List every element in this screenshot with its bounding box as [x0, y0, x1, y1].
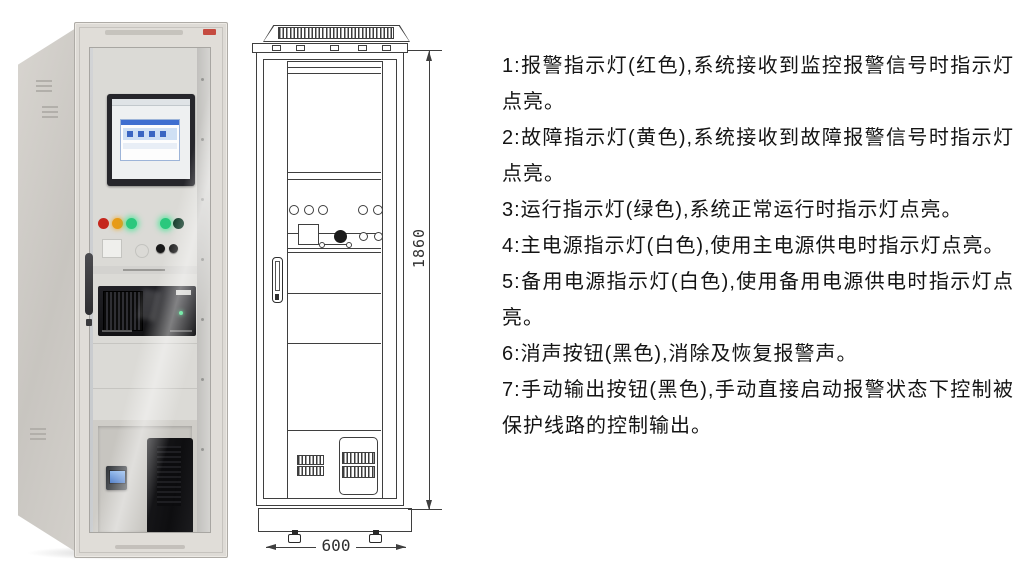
inner-panel-outline [287, 61, 383, 499]
software-menu-bar [112, 99, 190, 106]
bottom-vent-bar [342, 466, 375, 478]
divider-line [287, 248, 381, 249]
cabinet-front-door [74, 22, 228, 558]
rack-unit-grille [103, 291, 143, 331]
bottom-vent-small [297, 466, 324, 476]
bottom-vent-panel [339, 437, 378, 495]
indicator-legend: 1:报警指示灯(红色),系统接收到监控报警信号时指示灯点亮。 2:故障指示灯(黄… [502, 48, 1014, 444]
legend-item-1: 1:报警指示灯(红色),系统接收到监控报警信号时指示灯点亮。 [502, 55, 1014, 113]
caster-left [287, 530, 303, 544]
divider-line [287, 179, 381, 180]
divider-line [287, 73, 381, 74]
button-circle-2 [374, 232, 383, 241]
rack-unit-text [102, 330, 132, 332]
width-dimension-label: 600 [316, 536, 356, 555]
door-glass-window [89, 47, 211, 533]
frame-fastener [272, 45, 281, 51]
fault-light [112, 218, 123, 229]
monitor-screen [112, 99, 190, 179]
software-status-row [123, 143, 177, 149]
panel-seam [93, 343, 197, 344]
legend-item-4: 4:主电源指示灯(白色),使用主电源供电时指示灯点亮。 [502, 235, 1005, 257]
frame-fastener [358, 45, 367, 51]
divider-line [287, 172, 381, 173]
arrowhead-right [396, 544, 406, 550]
side-vent [42, 106, 58, 118]
frame-fastener [382, 45, 391, 51]
software-window-titlebar [121, 120, 179, 125]
panel-seam [93, 388, 197, 389]
indicator-circle-3 [318, 205, 328, 215]
main-power-light [160, 218, 171, 229]
divider-line [287, 343, 381, 344]
backup-power-light [173, 218, 184, 229]
frame-fastener [296, 45, 305, 51]
ups-unit [147, 438, 193, 532]
glass-reflection [137, 288, 161, 322]
rack-unit-led [179, 311, 183, 315]
manual-output-button [169, 244, 178, 253]
indicator-circle-4 [358, 205, 368, 215]
drawer-handle-end [319, 242, 325, 248]
software-device-row [123, 128, 177, 140]
side-vent [36, 80, 52, 92]
height-dimension-line [429, 51, 430, 510]
cabinet-photo [8, 6, 234, 560]
bottom-vent-small [297, 455, 324, 465]
monitoring-software-window [120, 119, 180, 161]
bottom-vent-bar [342, 452, 375, 464]
side-vent [30, 428, 46, 440]
divider-line [287, 252, 381, 253]
lower-compartment [93, 420, 197, 532]
arrowhead-up [426, 51, 432, 61]
button-circle-1 [359, 232, 368, 241]
caster-right [368, 530, 384, 544]
top-vent-grille [278, 27, 394, 39]
rack-mounting-rail [197, 48, 210, 532]
cabinet-model-strip [105, 30, 183, 35]
display-window-symbol [298, 224, 319, 245]
legend-item-6: 6:消声按钮(黑色),消除及恢复报警声。 [502, 343, 858, 365]
buzzer-symbol [334, 230, 347, 243]
cabinet-side-panel [18, 28, 76, 552]
lower-recess [98, 426, 193, 532]
legend-item-2: 2:故障指示灯(黄色),系统接收到故障报警信号时指示灯点亮。 [502, 127, 1014, 185]
brand-logo [203, 29, 216, 35]
mute-button [156, 244, 165, 253]
rack-unit-label [176, 290, 191, 295]
divider-line [287, 293, 381, 294]
height-dimension-label: 1860 [410, 227, 428, 269]
panel-label-card [102, 239, 122, 258]
drawer-handle-end [346, 242, 352, 248]
run-light [126, 218, 137, 229]
extension-line-bottom [408, 509, 442, 510]
rack-unit-text [170, 330, 192, 332]
inner-rack-face [93, 48, 197, 532]
legend-item-5: 5:备用电源指示灯(白色),使用备用电源供电时指示灯点亮。 [502, 271, 1014, 329]
meter-display [106, 466, 127, 490]
indicator-circle-2 [304, 205, 314, 215]
divider-line [287, 67, 381, 68]
door-handle-symbol [272, 257, 283, 303]
divider-line [287, 430, 381, 431]
indicator-circle-5 [373, 205, 383, 215]
monitor [107, 94, 195, 186]
cabinet-dimension-drawing: 1860 600 [238, 14, 450, 562]
drawer-handle-line [322, 244, 348, 245]
frame-fastener [330, 45, 339, 51]
extension-line-top [408, 50, 442, 51]
buzzer-opening [135, 244, 149, 258]
base-plinth [258, 508, 412, 532]
door-lock [86, 319, 92, 326]
manufacturer-strip [115, 545, 185, 549]
legend-item-7: 7:手动输出按钮(黑色),手动直接启动报警状态下控制被保护线路的控制输出。 [502, 379, 1014, 437]
rack-label-strip [93, 266, 197, 274]
alarm-light [98, 218, 109, 229]
arrowhead-left [266, 544, 276, 550]
rack-unit [98, 286, 196, 336]
arrowhead-down [426, 500, 432, 510]
indicator-circle-1 [289, 205, 299, 215]
legend-item-3: 3:运行指示灯(绿色),系统正常运行时指示灯点亮。 [502, 199, 963, 221]
door-handle [85, 253, 93, 315]
